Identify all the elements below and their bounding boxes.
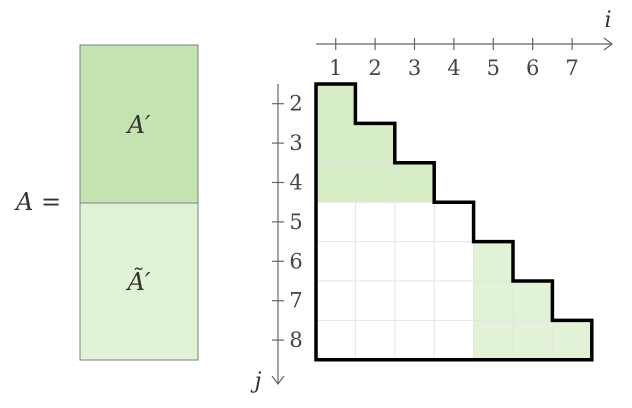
- shaded-cell: [513, 281, 553, 321]
- j-tick-label: 5: [289, 210, 302, 234]
- i-axis-ticks: 1 2 3 4 5 6 7: [329, 38, 579, 80]
- j-axis-arrowhead: [271, 375, 285, 385]
- j-tick-label: 8: [289, 328, 302, 352]
- block-a-tilde-prime-label: Ã′: [126, 267, 151, 296]
- shaded-cell: [513, 320, 553, 361]
- shaded-cell: [394, 162, 435, 203]
- i-axis-label: i: [604, 8, 611, 33]
- shaded-cell: [316, 84, 356, 124]
- j-axis-ticks: 2 3 4 5 6 7 8: [272, 92, 303, 352]
- i-axis: i 1 2 3 4 5 6 7: [316, 8, 613, 80]
- staircase-border: [314, 82, 594, 362]
- block-a-prime-label: A′: [126, 111, 151, 139]
- j-tick-label: 2: [289, 92, 302, 116]
- shaded-cell: [473, 320, 514, 361]
- block-a-tilde-prime: [79, 202, 199, 361]
- shaded-cell: [473, 241, 514, 282]
- i-tick-label: 6: [526, 56, 539, 80]
- i-tick-label: 3: [408, 56, 421, 80]
- shaded-cell: [552, 320, 593, 361]
- i-tick-label: 2: [368, 56, 381, 80]
- triangular-grid: i 1 2 3 4 5 6 7 j 2 3 4 5 6 7 8: [250, 8, 613, 394]
- j-axis: j 2 3 4 5 6 7 8: [250, 84, 303, 394]
- j-tick-label: 3: [289, 131, 302, 155]
- i-tick-label: 1: [329, 56, 342, 80]
- matrix-lhs: A =: [14, 188, 61, 216]
- shaded-cell: [316, 123, 356, 164]
- block-a-prime: [79, 44, 199, 204]
- i-tick-label: 4: [447, 56, 460, 80]
- i-tick-label: 7: [565, 56, 578, 80]
- j-axis-label: j: [250, 369, 262, 394]
- i-axis-arrowhead: [603, 37, 613, 51]
- shaded-cell: [473, 281, 514, 321]
- i-tick-label: 5: [487, 56, 500, 80]
- j-tick-label: 7: [289, 289, 302, 313]
- j-tick-label: 4: [289, 171, 302, 195]
- shaded-cell: [355, 162, 396, 203]
- shaded-regions: [316, 84, 593, 361]
- grid-lines: [316, 122, 553, 360]
- j-tick-label: 6: [289, 249, 302, 273]
- block-matrix: A = A′ Ã′: [14, 44, 199, 361]
- shaded-cell: [316, 162, 356, 203]
- shaded-cell: [355, 123, 396, 164]
